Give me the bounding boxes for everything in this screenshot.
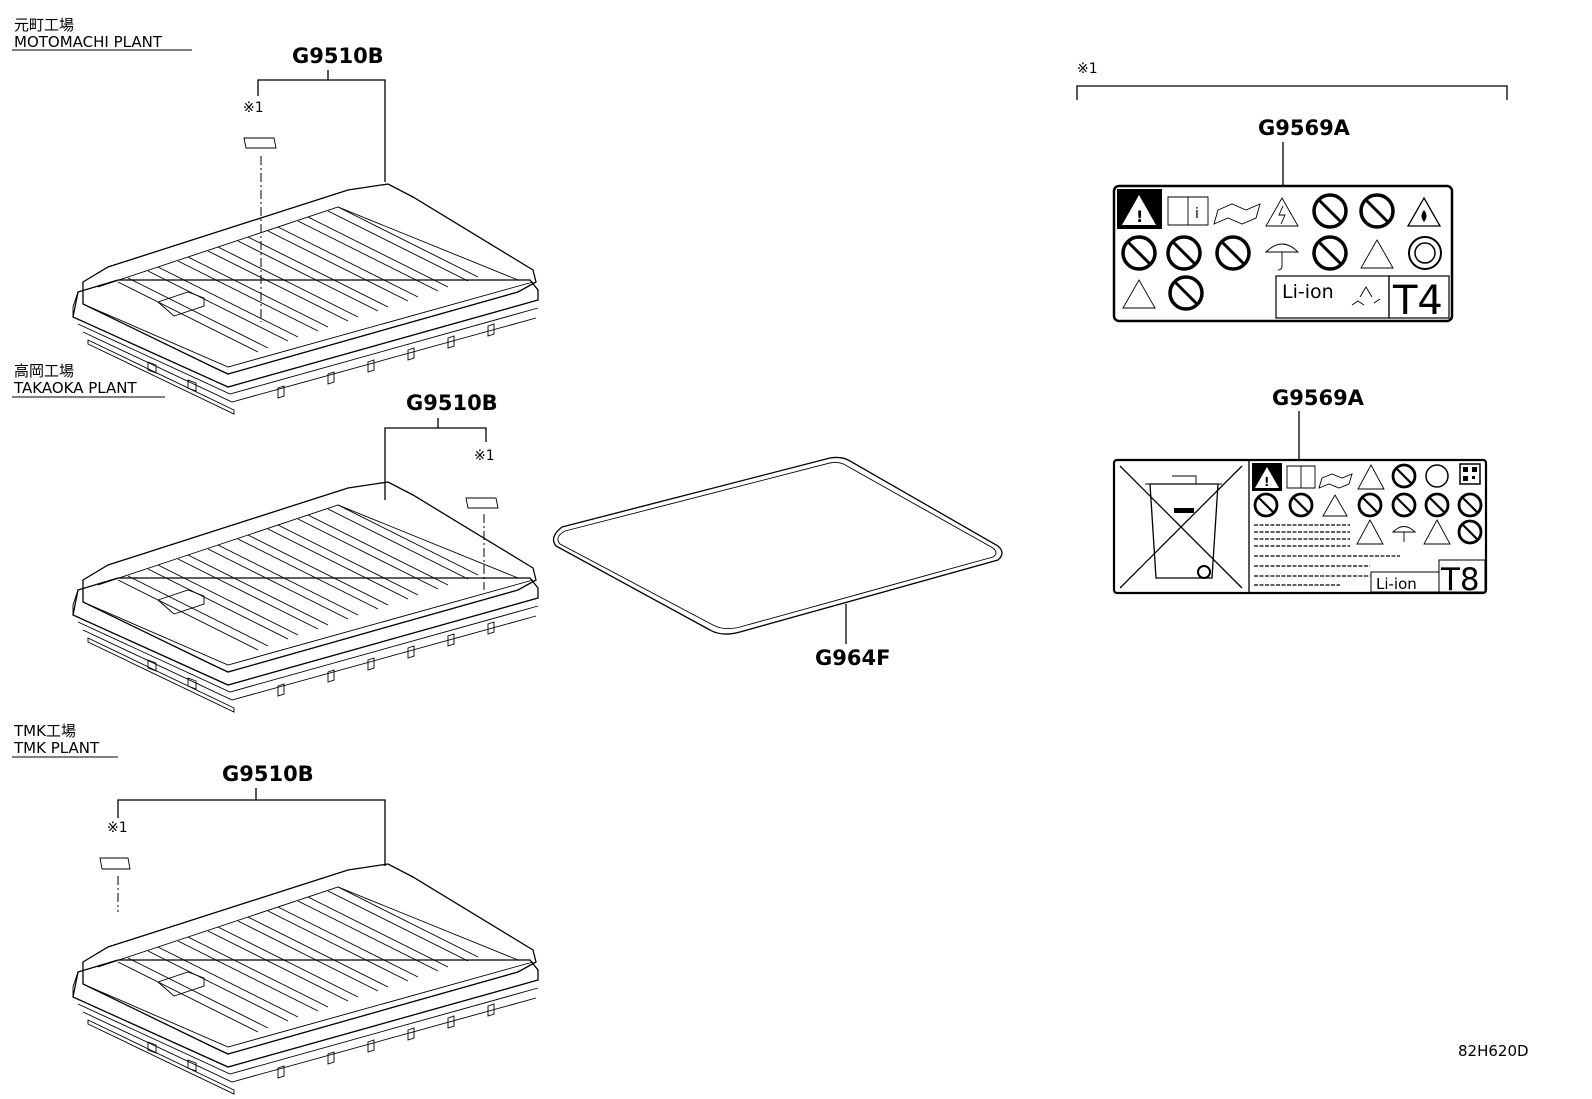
label-code-t4: T4 xyxy=(1392,278,1443,324)
plant-name-jp: 元町工場 xyxy=(14,16,74,34)
prohibition-icons-t8 xyxy=(1253,463,1483,545)
note-bracket xyxy=(1076,85,1508,100)
manual-book-icon xyxy=(1286,465,1316,489)
prohibition-icons-row2 xyxy=(1121,235,1348,271)
part-number-g964f[interactable]: G964F xyxy=(815,646,890,670)
diagram-id: 82H620D xyxy=(1458,1042,1529,1060)
umbrella-icon xyxy=(1391,526,1417,542)
part-number-g9510b[interactable]: G9510B xyxy=(222,762,314,786)
note-group: ※1 xyxy=(1076,61,1508,100)
umbrella-icon xyxy=(1264,243,1300,271)
prohibition-icons-row1 xyxy=(1312,193,1395,229)
plant-name-en: MOTOMACHI PLANT xyxy=(14,33,163,51)
manual-book-icon xyxy=(1167,196,1209,226)
note-mark: ※1 xyxy=(1077,61,1098,77)
recycle-icon xyxy=(1351,286,1381,306)
note-mark: ※1 xyxy=(243,100,264,116)
flammable-icon xyxy=(1406,196,1442,227)
insulator-sheet: G964F xyxy=(552,456,1003,670)
warning-label-t4: G9569A ! i xyxy=(1112,116,1454,324)
warning-text-block xyxy=(1254,524,1400,586)
explosive-icon xyxy=(1423,519,1451,545)
code-box xyxy=(1438,559,1486,593)
sheet-outline xyxy=(552,456,1003,635)
li-ion-text: Li-ion xyxy=(1282,281,1334,303)
part-number-g9569a[interactable]: G9569A xyxy=(1258,116,1351,140)
sheet-inner-edge xyxy=(557,461,997,630)
leader-bracket xyxy=(257,79,386,182)
plant-name-jp: 高岡工場 xyxy=(14,362,74,380)
code-box xyxy=(1388,275,1450,319)
corrosive-icon xyxy=(1356,519,1384,545)
lightning-icon xyxy=(1278,205,1286,225)
label-code-t8: T8 xyxy=(1440,562,1480,598)
plant-name-en: TAKAOKA PLANT xyxy=(13,379,137,397)
note-mark: ※1 xyxy=(474,448,495,464)
leader-bracket xyxy=(384,427,487,500)
plant-block-motomachi: 元町工場 MOTOMACHI PLANT G9510B ※1 xyxy=(12,16,539,415)
label-sticker xyxy=(99,857,131,870)
high-voltage-icon xyxy=(1265,197,1299,227)
crossed-bin-icon xyxy=(1119,465,1243,589)
note-mark: ※1 xyxy=(107,820,128,836)
battery-pack-motomachi xyxy=(72,183,539,415)
qr-code-icon xyxy=(1459,463,1481,485)
label-frame xyxy=(1112,458,1488,595)
corrosive-icon xyxy=(1360,239,1394,269)
warning-triangle-icon xyxy=(1122,195,1156,225)
leader-bracket xyxy=(117,799,386,866)
part-number-g9510b[interactable]: G9510B xyxy=(292,44,384,68)
label-sticker xyxy=(465,497,499,509)
flammable-icon xyxy=(1322,494,1348,517)
li-ion-text: Li-ion xyxy=(1376,575,1417,593)
svg-text:!: ! xyxy=(1264,475,1269,489)
recycle-circle-icon xyxy=(1425,464,1449,488)
open-book-icon xyxy=(1213,203,1261,225)
battery-pack-tmk xyxy=(72,863,539,1095)
recycle-circle-icon xyxy=(1408,236,1442,270)
plant-block-takaoka: 高岡工場 TAKAOKA PLANT G9510B ※1 xyxy=(12,362,539,713)
battery-pack-takaoka xyxy=(72,481,539,713)
plant-block-tmk: TMK工場 TMK PLANT G9510B ※1 xyxy=(12,722,539,1095)
prohibition-icon-row3 xyxy=(1168,275,1204,311)
svg-text:i: i xyxy=(1195,206,1199,222)
part-number-g9569a[interactable]: G9569A xyxy=(1272,386,1365,410)
warning-label-t8: G9569A ! xyxy=(1112,386,1488,598)
plant-name-jp: TMK工場 xyxy=(13,722,76,740)
label-frame xyxy=(1112,184,1454,323)
open-book-icon xyxy=(1318,473,1353,489)
part-number-g9510b[interactable]: G9510B xyxy=(406,391,498,415)
explosive-icon xyxy=(1122,279,1156,309)
svg-text:!: ! xyxy=(1136,207,1143,226)
plant-name-en: TMK PLANT xyxy=(13,739,100,757)
high-voltage-icon xyxy=(1357,464,1385,490)
label-sticker xyxy=(243,137,277,149)
